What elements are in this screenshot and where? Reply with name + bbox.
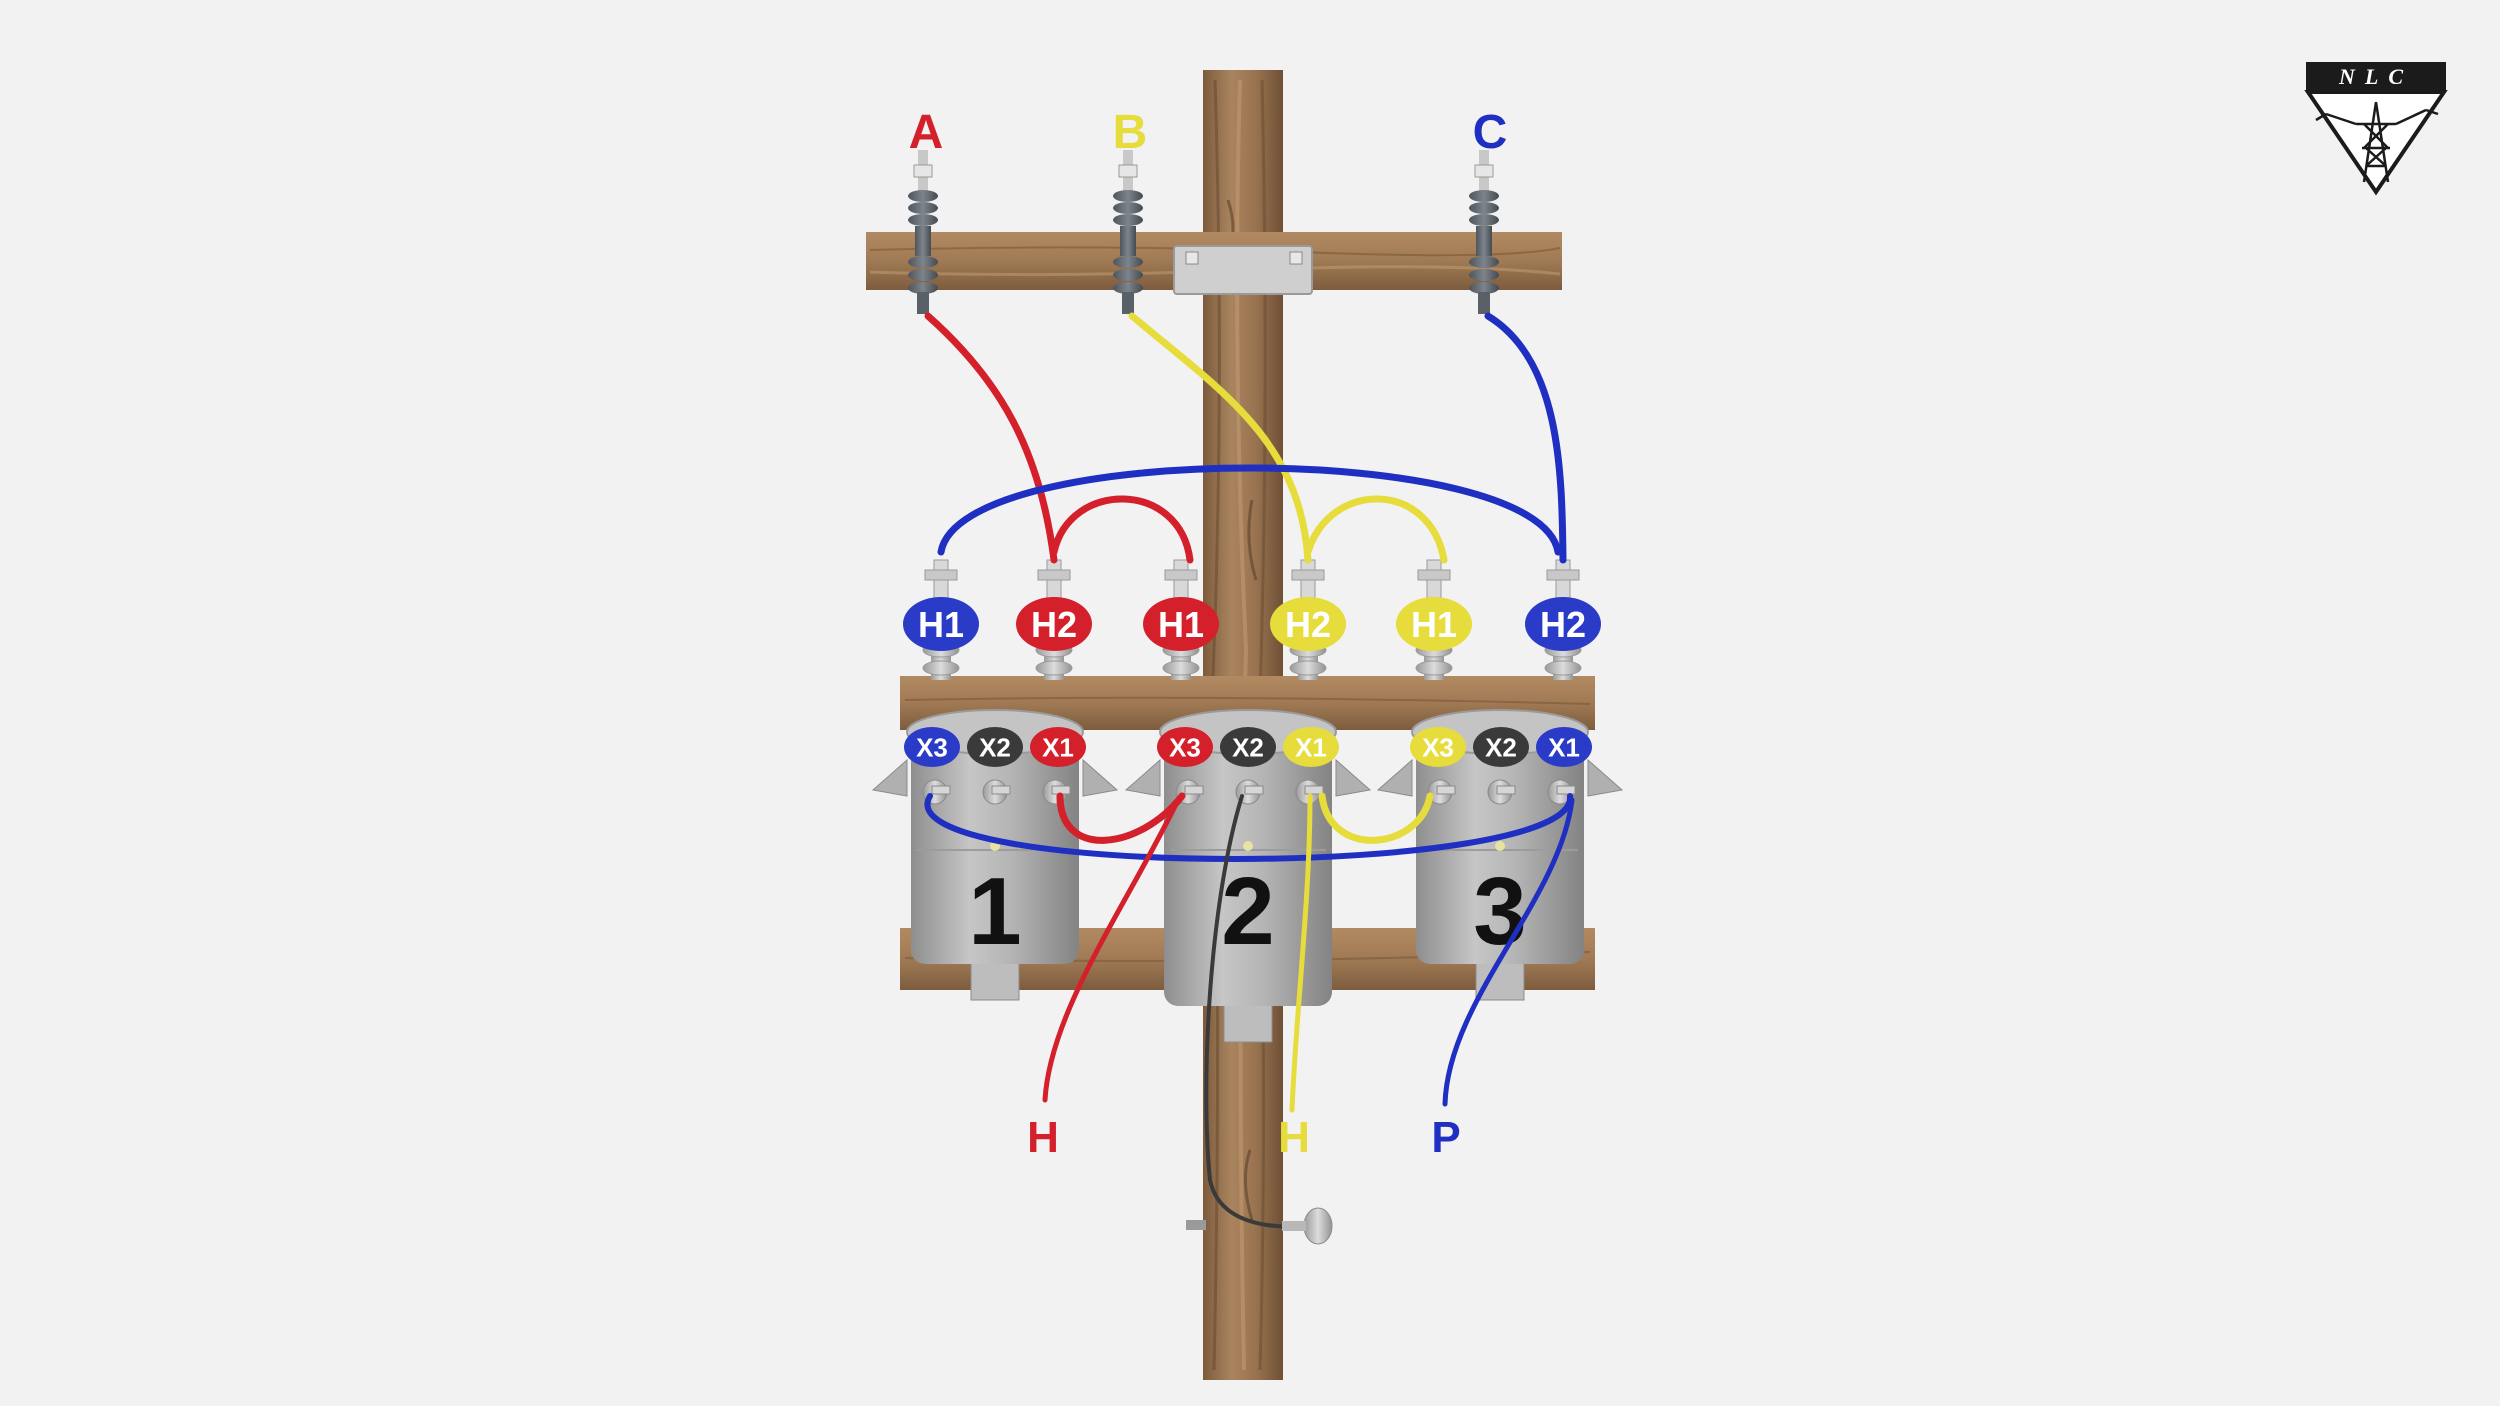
crossarm-bracket — [1173, 245, 1313, 295]
terminal-label: X2 — [979, 732, 1011, 762]
secondary-terminal-x3: X3 — [1157, 727, 1213, 767]
transformer-number: 1 — [968, 858, 1021, 965]
terminal-label: H1 — [1411, 604, 1457, 645]
logo-text: NLC — [2338, 64, 2413, 89]
wire-primary-jumper-a — [1050, 495, 1194, 564]
wire-secondary-jumper-b — [1318, 792, 1434, 844]
secondary-terminal-x2: X2 — [1473, 727, 1529, 767]
primary-terminal-h1: H1 — [1396, 597, 1472, 651]
crossarm — [866, 232, 1562, 295]
phase-label-a: A — [909, 106, 944, 159]
secondary-terminal-x1: X1 — [1283, 727, 1339, 767]
primary-terminal-h1: H1 — [903, 597, 979, 651]
terminal-label: X1 — [1295, 732, 1327, 762]
phase-label-b: B — [1113, 106, 1148, 159]
terminal-label: H2 — [1031, 604, 1077, 645]
wire-secondary-jumper-c — [924, 793, 1574, 862]
terminal-label: X1 — [1042, 732, 1074, 762]
secondary-terminal-x2: X2 — [967, 727, 1023, 767]
transformer-number: 2 — [1221, 858, 1274, 965]
terminal-label: X1 — [1548, 732, 1580, 762]
wire-primary-jumper-b — [1304, 495, 1448, 564]
logo-banner — [2306, 62, 2446, 90]
line-insulator — [908, 150, 938, 314]
phase-label-c: C — [1473, 106, 1508, 159]
terminal-label: X2 — [1232, 732, 1264, 762]
secondary-terminal-x1: X1 — [1536, 727, 1592, 767]
wire-output-h-yellow — [1289, 793, 1313, 1113]
terminal-label: X3 — [1169, 732, 1201, 762]
terminal-label: H2 — [1285, 604, 1331, 645]
terminal-label: X3 — [1422, 732, 1454, 762]
wire-output-p-blue — [1442, 797, 1575, 1107]
output-label: P — [1431, 1113, 1460, 1162]
terminal-label: X3 — [916, 732, 948, 762]
wire-phase-b-feeder — [1128, 312, 1312, 564]
wire-secondary-jumper-a — [1056, 792, 1186, 844]
primary-terminal-h2: H2 — [1525, 597, 1601, 651]
secondary-terminal-x2: X2 — [1220, 727, 1276, 767]
primary-terminal-h1: H1 — [1143, 597, 1219, 651]
nlc-logo: NLC — [2304, 62, 2448, 196]
primary-terminal-h2: H2 — [1016, 597, 1092, 651]
line-insulator — [1113, 150, 1143, 314]
terminal-label: H1 — [1158, 604, 1204, 645]
neutral-insulator — [1186, 1207, 1333, 1245]
secondary-terminal-x1: X1 — [1030, 727, 1086, 767]
terminal-label: X2 — [1485, 732, 1517, 762]
output-label: H — [1027, 1113, 1059, 1162]
line-insulator — [1469, 150, 1499, 314]
terminal-label: H2 — [1540, 604, 1586, 645]
phase-labels: A B C H H P — [909, 106, 1508, 1162]
wire-phase-a-feeder — [924, 312, 1058, 564]
terminal-label: H1 — [918, 604, 964, 645]
transformer-number: 3 — [1473, 858, 1526, 965]
transformer-tank — [1164, 730, 1332, 1006]
primary-terminal-h2: H2 — [1270, 597, 1346, 651]
line-insulators — [908, 150, 1499, 314]
secondary-terminal-x3: X3 — [904, 727, 960, 767]
wire-neutral — [1204, 794, 1308, 1229]
wiring — [924, 312, 1575, 1229]
secondary-terminal-x3: X3 — [1410, 727, 1466, 767]
wire-phase-c-feeder — [1484, 312, 1567, 564]
wire-output-h-red — [1042, 797, 1181, 1103]
wire-primary-jumper-c — [937, 464, 1562, 556]
output-label: H — [1278, 1113, 1310, 1162]
